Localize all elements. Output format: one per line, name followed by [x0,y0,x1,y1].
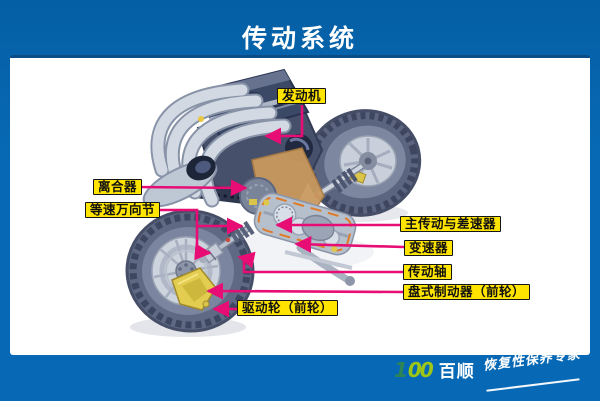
front-wheel [125,209,255,333]
label-engine: 发动机 [277,88,327,104]
label-gearbox: 变速器 [404,240,454,256]
rear-wheel [304,109,422,217]
logo-double-zero: 00 [407,358,434,382]
label-cv-joint: 等速万向节 [85,202,161,218]
brake-caliper [171,267,217,311]
connector-disc-brake [206,282,404,300]
connector-lines [135,105,405,318]
label-drive-wheel-front: 驱动轮（前轮） [237,300,339,316]
logo-brand-name: 百顺 [438,362,475,382]
label-clutch: 离合器 [93,179,143,195]
connector-clutch [135,179,248,197]
connector-engine [264,105,304,145]
rear-halfshaft [314,163,364,199]
connector-gearbox [294,235,405,253]
connector-cv-outer [150,208,212,261]
label-drive-shaft: 传动轴 [403,264,453,280]
label-final-drive-diff: 主传动与差速器 [400,216,502,232]
logo-digit-one: 1 [394,358,408,382]
label-disc-brake-front: 盘式制动器（前轮） [403,284,531,300]
connector-drive-shaft [237,251,403,274]
page-title: 传动系统 [241,24,358,53]
